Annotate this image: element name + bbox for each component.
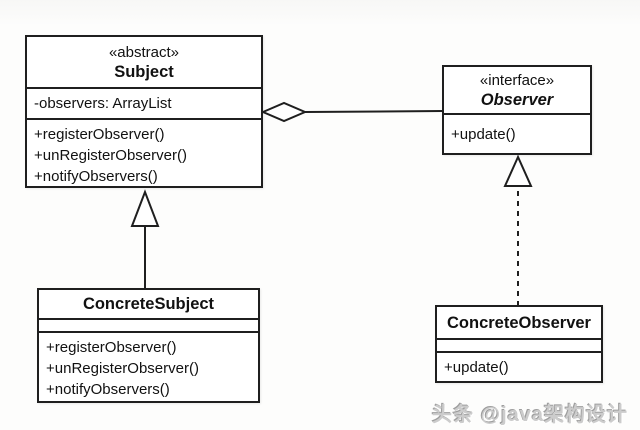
- realization-connector: [503, 154, 533, 306]
- generalization-connector: [130, 189, 160, 289]
- generalization-triangle-icon: [130, 189, 160, 227]
- class-name: Observer: [480, 90, 554, 109]
- class-name: ConcreteObserver: [447, 313, 591, 332]
- attributes-section-subject: -observers: ArrayList: [27, 87, 261, 118]
- class-box-concrete-subject: ConcreteSubject +registerObserver() +unR…: [37, 288, 260, 403]
- watermark-text: 头条 @java架构设计: [432, 404, 628, 426]
- methods-section-concrete-subject: +registerObserver() +unRegisterObserver(…: [39, 331, 258, 401]
- class-header-subject: «abstract» Subject: [27, 37, 261, 87]
- methods-section-concrete-observer: +update(): [437, 351, 601, 381]
- method-line: +registerObserver(): [46, 339, 177, 356]
- class-header-observer: «interface» Observer: [444, 67, 590, 113]
- class-name: Subject: [114, 62, 174, 81]
- realization-triangle-icon: [503, 154, 533, 187]
- class-name: ConcreteSubject: [82, 295, 215, 313]
- method-line: +unRegisterObserver(): [46, 360, 199, 377]
- method-line: +unRegisterObserver(): [34, 147, 187, 164]
- aggregation-connector: [260, 101, 444, 123]
- attributes-section-concrete-observer: [437, 338, 601, 351]
- methods-section-subject: +registerObserver() +unRegisterObserver(…: [27, 118, 261, 186]
- class-box-observer: «interface» Observer +update(): [442, 65, 592, 155]
- methods-section-observer: +update(): [444, 113, 590, 153]
- method-line: +notifyObservers(): [46, 381, 170, 398]
- class-box-concrete-observer: ConcreteObserver +update(): [435, 305, 603, 383]
- class-box-subject: «abstract» Subject -observers: ArrayList…: [25, 35, 263, 188]
- stereotype-label: «abstract»: [108, 43, 180, 61]
- method-line: +update(): [451, 125, 516, 143]
- stereotype-label: «interface»: [479, 71, 555, 89]
- class-header-concrete-observer: ConcreteObserver: [437, 307, 601, 338]
- aggregation-diamond-icon: [260, 101, 308, 123]
- method-line: +notifyObservers(): [34, 168, 158, 185]
- method-line: +registerObserver(): [34, 126, 165, 143]
- class-header-concrete-subject: ConcreteSubject: [39, 290, 258, 318]
- attributes-section-concrete-subject: [39, 318, 258, 331]
- attribute-line: -observers: ArrayList: [34, 95, 172, 112]
- method-line: +update(): [444, 358, 509, 376]
